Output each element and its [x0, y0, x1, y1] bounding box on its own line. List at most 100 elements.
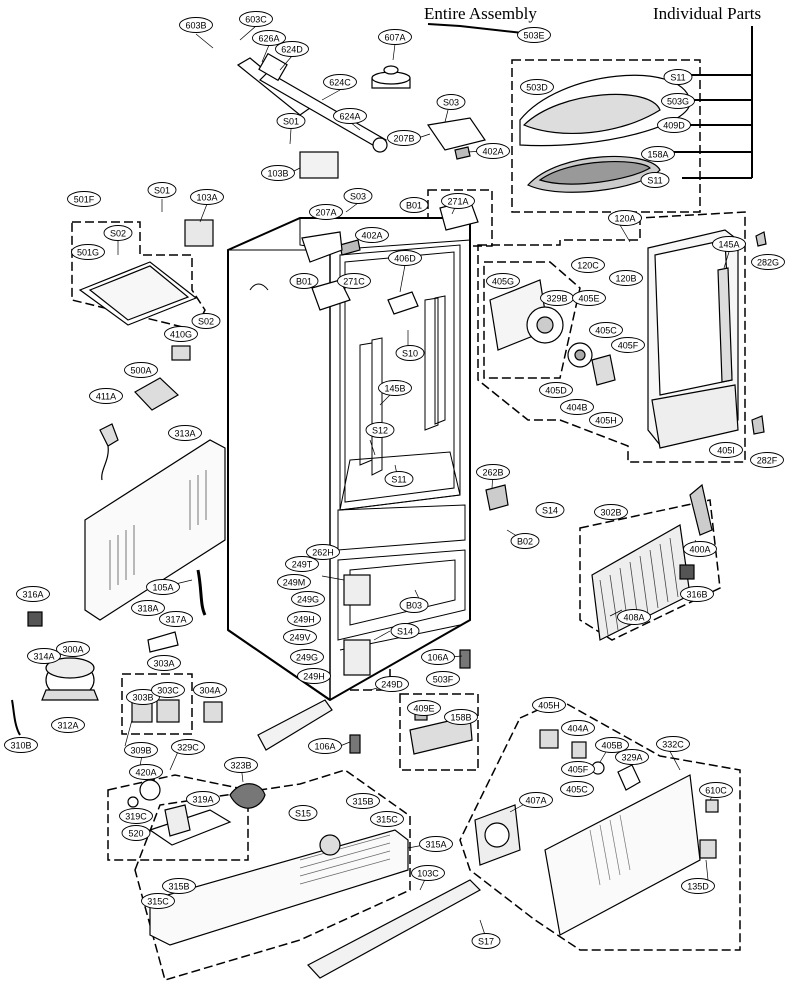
callout-282g: 282G [751, 254, 785, 270]
callout-label: 410G [170, 329, 192, 339]
tray-group [399, 693, 479, 771]
callout-label: 503F [433, 674, 454, 684]
callout-label: 249H [293, 614, 315, 624]
callout-bubble [147, 655, 181, 671]
callout-bubble [146, 579, 180, 595]
callout-405f: 405F [561, 761, 595, 777]
callout-label: S11 [670, 72, 685, 82]
callout-label: 271A [447, 196, 468, 206]
callout-bubble [520, 79, 554, 95]
callout-label: 405I [717, 445, 735, 455]
callout-bubble [640, 172, 670, 188]
callout-label: 420A [135, 767, 156, 777]
callout-s11: S11 [663, 69, 693, 85]
callout-bubble [510, 533, 540, 549]
callout-label: 304A [199, 685, 220, 695]
callout-label: 106A [427, 652, 448, 662]
callout-bubble [399, 597, 429, 613]
callout-bubble [355, 227, 389, 243]
callout-label: 405G [492, 276, 514, 286]
callout-207b: 207B [387, 130, 421, 146]
callout-bubble [656, 736, 690, 752]
callout-408a: 408A [617, 609, 651, 625]
machine-room-group [107, 774, 249, 861]
callout-bubble [283, 629, 317, 645]
callout-624c: 624C [323, 74, 357, 90]
callout-label: S03 [443, 97, 459, 107]
callout-405h: 405H [589, 412, 623, 428]
callout-s03: S03 [436, 94, 466, 110]
callout-label: 405H [595, 415, 617, 425]
callout-label: 501F [74, 194, 95, 204]
callout-bubble [239, 11, 273, 27]
callout-bubble [224, 757, 258, 773]
callout-label: 310B [10, 740, 31, 750]
callout-315c: 315C [370, 811, 404, 827]
callout-label: 501G [77, 247, 99, 257]
callout-label: 158A [647, 149, 668, 159]
callout-label: B01 [406, 200, 422, 210]
callout-bubble [561, 761, 595, 777]
callout-bubble [126, 689, 160, 705]
callout-249h: 249H [297, 668, 331, 684]
callout-label: 323B [230, 760, 251, 770]
callout-207a: 207A [309, 204, 343, 220]
callout-312a: 312A [51, 717, 85, 733]
callout-label: 105A [152, 582, 173, 592]
callout-bubble [615, 749, 649, 765]
callout-103a: 103A [190, 189, 224, 205]
callout-label: 329C [177, 742, 199, 752]
callout-158a: 158A [641, 146, 675, 162]
evaporator-cover-group [477, 211, 746, 463]
callout-249t: 249T [285, 556, 319, 572]
callout-bubble [657, 117, 691, 133]
callout-503d: 503D [520, 79, 554, 95]
callout-409e: 409E [407, 700, 441, 716]
callout-s10: S10 [395, 345, 425, 361]
callout-label: 120A [614, 213, 635, 223]
callout-405d: 405D [539, 382, 573, 398]
callout-label: 106A [314, 741, 335, 751]
callout-bubble [680, 586, 714, 602]
callout-bubble [308, 738, 342, 754]
callout-603b: 603B [179, 17, 213, 33]
callout-bubble [609, 270, 643, 286]
callout-label: 400A [689, 544, 710, 554]
callout-bubble [476, 143, 510, 159]
callout-label: 520 [128, 828, 143, 838]
callout-s12: S12 [365, 422, 395, 438]
callout-label: 303C [157, 685, 179, 695]
callout-label: 145A [718, 239, 739, 249]
callout-label: 624D [281, 44, 303, 54]
callout-bubble [751, 254, 785, 270]
callout-bubble [333, 108, 367, 124]
callout-b02: B02 [510, 533, 540, 549]
callout-label: 249D [381, 679, 403, 689]
callout-label: 103B [267, 168, 288, 178]
callout-bubble [387, 130, 421, 146]
callout-bubble [375, 676, 409, 692]
callout-503f: 503F [426, 671, 460, 687]
callout-404a: 404A [561, 720, 595, 736]
callout-501f: 501F [67, 191, 101, 207]
callout-bubble [151, 682, 185, 698]
callout-label: 262B [482, 467, 503, 477]
callout-249g: 249G [290, 649, 324, 665]
callout-318a: 318A [131, 600, 165, 616]
callout-bubble [190, 189, 224, 205]
callout-bubble [663, 69, 693, 85]
callout-262h: 262H [306, 544, 340, 560]
callout-label: 405H [538, 700, 560, 710]
callout-bubble [595, 737, 629, 753]
callout-label: S15 [295, 808, 311, 818]
callout-103b: 103B [261, 165, 295, 181]
callout-bubble [164, 326, 198, 342]
callout-label: 503G [667, 96, 689, 106]
callout-label: S14 [542, 505, 558, 515]
callout-bubble [337, 273, 371, 289]
callout-158b: 158B [444, 709, 478, 725]
callout-label: 319A [192, 794, 213, 804]
callout-label: 120C [577, 260, 599, 270]
callout-bubble [89, 388, 123, 404]
callout-label: 405C [566, 784, 588, 794]
